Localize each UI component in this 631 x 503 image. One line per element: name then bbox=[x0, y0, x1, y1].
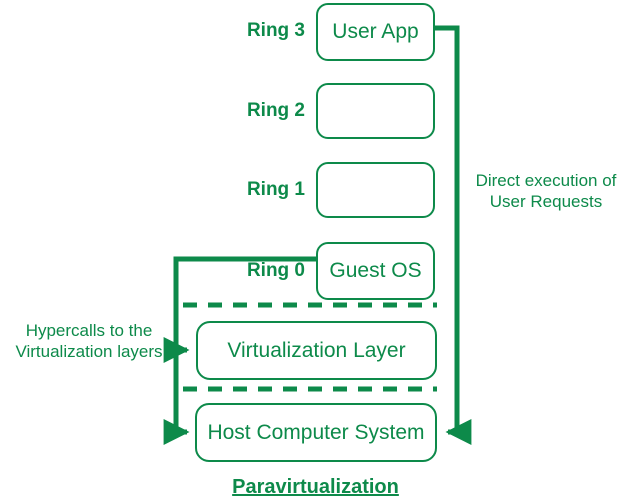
hypercalls-trunk bbox=[173, 256, 316, 432]
ring-label-1: Ring 1 bbox=[246, 179, 305, 200]
ring-box-1[interactable] bbox=[316, 162, 435, 218]
virtualization-layer-label: Virtualization Layer bbox=[227, 338, 406, 362]
direct-execution-connector bbox=[435, 25, 472, 445]
ring-label-2: Ring 2 bbox=[246, 100, 305, 121]
host-computer-system-box[interactable]: Host Computer System bbox=[195, 403, 437, 462]
ring-box-user-app[interactable]: User App bbox=[316, 3, 435, 61]
diagram-title: Paravirtualization bbox=[232, 476, 399, 498]
user-app-label: User App bbox=[332, 20, 419, 43]
annotation-direct-execution-line1: Direct execution of bbox=[475, 171, 617, 190]
ring-box-2[interactable] bbox=[316, 83, 435, 139]
guest-os-label: Guest OS bbox=[329, 259, 422, 282]
annotation-direct-execution-line2: User Requests bbox=[489, 192, 603, 212]
host-computer-system-label: Host Computer System bbox=[207, 420, 425, 444]
ring-label-0: Ring 0 bbox=[246, 260, 305, 281]
annotation-hypercalls-line1: Hypercalls to the bbox=[25, 321, 153, 340]
annotation-hypercalls: Hypercalls to the Virtualization layers bbox=[8, 320, 170, 363]
ring-label-3: Ring 3 bbox=[246, 20, 305, 41]
annotation-direct-execution: Direct execution of User Requests bbox=[466, 170, 626, 213]
ring-box-guest-os[interactable]: Guest OS bbox=[316, 242, 435, 300]
virtualization-layer-box[interactable]: Virtualization Layer bbox=[196, 321, 437, 380]
annotation-hypercalls-line2: Virtualization layers bbox=[15, 342, 163, 362]
